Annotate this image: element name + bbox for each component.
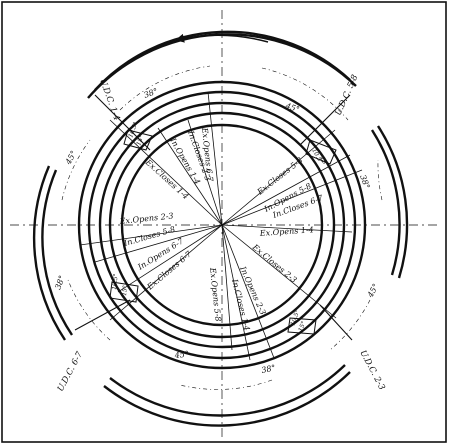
angle-label-bottom-left: 45°: [173, 350, 189, 361]
udc-labels: U.D.C. 1-4 U.D.C. 5-8 U.D.C. 6-7 U.D.C. …: [56, 73, 387, 394]
radial-ex-opens-6-7: [207, 91, 223, 226]
radial-in-closes-2-3: [187, 119, 223, 226]
radial-in-closes-5-8: [94, 224, 223, 263]
small-angle-boxes: [109, 129, 337, 335]
label-ex-opens-1-4: Ex.Opens 1-4: [259, 225, 314, 238]
radial-in-opens-6-7: [117, 224, 223, 293]
radial-ex-opens-5-8: [221, 224, 233, 351]
label-ex-opens-2-3: Ex.Opens 2-3: [118, 211, 174, 226]
angle-dimension-arcs: [61, 65, 383, 390]
angle-label-small-4: 15°: [318, 156, 329, 169]
angle-label-bottom: 38°: [261, 363, 277, 375]
radial-in-closes-6-7: [221, 169, 363, 226]
radial-lines: [79, 91, 363, 361]
radial-ex-closes-1-4: [109, 119, 223, 226]
label-ex-closes-2-3: Ex.Closes 2-3: [250, 242, 299, 285]
angle-label-small-5: 10.5°: [111, 273, 120, 290]
radial-in-opens-2-3: [221, 224, 275, 359]
udc-marker-lines: [74, 94, 353, 341]
angle-label-small-8: 15°: [297, 320, 307, 332]
outer-overlap-arcs: [32, 30, 409, 427]
radial-ex-opens-2-3: [79, 224, 223, 246]
angle-label-left-lower: 38°: [53, 274, 66, 290]
udc-label-2-3: U.D.C. 2-3: [357, 349, 386, 392]
radial-ex-opens-1-4: [221, 224, 353, 233]
udc-label-1-4: U.D.C. 1-4: [97, 78, 121, 122]
angle-label-top-right: 45°: [283, 101, 300, 114]
radial-in-opens-1-4: [157, 127, 223, 226]
radial-ex-closes-2-3: [221, 224, 337, 319]
radial-in-opens-5-8: [221, 154, 351, 226]
label-ex-opens-5-8: Ex.Opens 5-8: [208, 266, 223, 322]
radial-ex-closes-6-7: [109, 224, 223, 321]
angle-label-left-upper: 45°: [63, 149, 78, 167]
angle-label-small-2: 15°: [135, 134, 145, 146]
radial-ex-closes-5-8: [221, 129, 336, 226]
angle-label-bottom-right: 45°: [365, 282, 380, 300]
udc-label-6-7: U.D.C. 6-7: [56, 350, 86, 394]
angle-label-small-6: 15°: [121, 285, 129, 296]
timing-rings: [77, 80, 367, 370]
radial-in-closes-1-4: [221, 224, 251, 361]
